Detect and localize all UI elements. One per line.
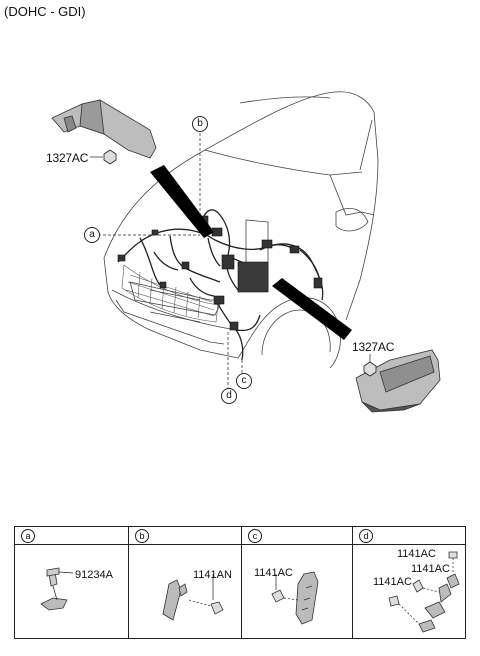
- detail-col-d: d 1141AC 1141AC 1141AC: [353, 527, 465, 638]
- detail-key-c: c: [248, 529, 262, 543]
- clip-icons: [103, 149, 377, 377]
- bolt-set-1141ac-icon: [388, 551, 460, 633]
- wiring-diagram: [51, 91, 441, 413]
- detail-col-a: a 91234A: [15, 527, 129, 638]
- bolt-1141ac-icon: [271, 571, 319, 625]
- part-label-1141ac-c: 1141AC: [254, 567, 293, 579]
- leader-lines: [90, 128, 371, 388]
- pointer-band-top: [150, 165, 214, 238]
- callout-a: a: [84, 227, 100, 243]
- part-label-1141an: 1141AN: [193, 569, 232, 581]
- detail-table: a 91234A b 1141AN c: [14, 526, 466, 639]
- protector-right: [355, 349, 441, 413]
- part-label-1141ac-d3: 1141AC: [373, 576, 412, 588]
- part-label-clip-top: 1327AC: [46, 151, 89, 165]
- callout-d: d: [221, 388, 237, 404]
- detail-key-a: a: [21, 529, 35, 543]
- detail-col-b: b 1141AN: [129, 527, 242, 638]
- bolt-1141an-icon: [162, 574, 224, 621]
- part-label-1141ac-d2: 1141AC: [411, 563, 450, 575]
- part-label-1141ac-d1: 1141AC: [397, 548, 436, 560]
- connectors: [117, 215, 323, 331]
- bolt-91234a-icon: [40, 567, 74, 611]
- callout-c: c: [236, 373, 252, 389]
- protector-top: [51, 99, 157, 159]
- detail-col-c: c 1141AC: [242, 527, 353, 638]
- pointer-band-right: [272, 278, 352, 340]
- detail-key-d: d: [359, 529, 373, 543]
- engine-type-label: (DOHC - GDI): [4, 4, 86, 19]
- grille: [121, 264, 219, 323]
- part-label-clip-right: 1327AC: [352, 340, 395, 354]
- detail-key-b: b: [135, 529, 149, 543]
- part-label-91234a: 91234A: [75, 569, 113, 581]
- callout-b: b: [192, 116, 208, 132]
